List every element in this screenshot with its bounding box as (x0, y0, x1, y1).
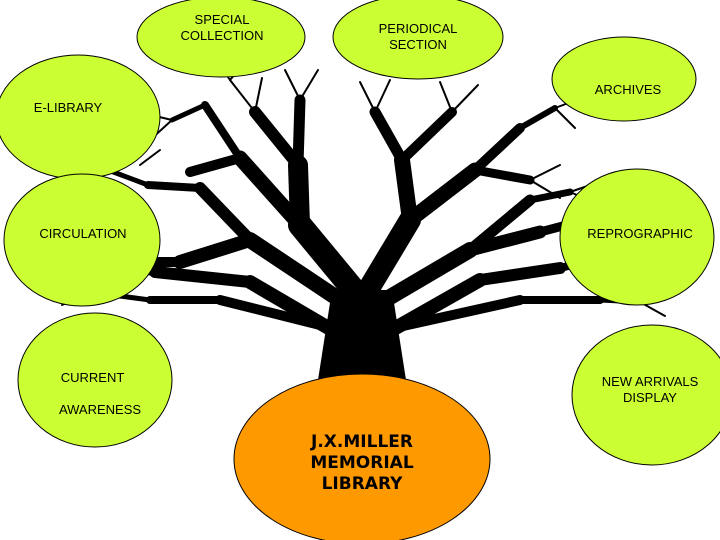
tree-limb (526, 188, 574, 204)
tree-limb (470, 165, 535, 185)
tree-trunk-and-branches (54, 61, 669, 380)
e-library-line-1: E-LIBRARY (33, 100, 103, 115)
tree-twig (359, 81, 376, 113)
archives-line-1: ARCHIVES (594, 82, 662, 97)
tree-limb (470, 123, 525, 175)
reprographic-line-1: REPROGRAPHIC (587, 226, 693, 241)
tree-limb (292, 94, 306, 171)
tree-limb (215, 295, 345, 335)
root-label: J.X.MILLER MEMORIAL LIBRARY (302, 432, 422, 495)
periodical-section-ellipse (332, 0, 504, 80)
tree-twig (299, 69, 319, 101)
tree-limb (149, 266, 256, 288)
tree-limb (517, 105, 558, 131)
trunk (318, 290, 406, 380)
new-arrivals-display-label: NEW ARRIVALS DISPLAY (586, 374, 714, 406)
tree-twig (139, 149, 161, 166)
tree-limb (194, 182, 256, 246)
special-collection-ellipse (136, 0, 306, 78)
root-label-line-1: J.X.MILLER (311, 432, 413, 452)
tree-limb (369, 106, 408, 166)
tree-limb (288, 213, 374, 312)
tree-limb (249, 106, 304, 171)
special-collection-line-2: COLLECTION (180, 28, 264, 43)
periodical-section-line-1: PERIODICAL (378, 21, 458, 36)
archives-ellipse (551, 36, 697, 122)
new-arrivals-display-line-2: DISPLAY (623, 390, 677, 405)
tree-twig (439, 81, 453, 113)
tree-limb (351, 209, 421, 311)
tree-limb (169, 102, 208, 123)
tree-limb (173, 233, 257, 269)
tree-limb (397, 107, 457, 165)
reprographic-label: REPROGRAPHIC (578, 226, 702, 242)
tree-twig (374, 79, 391, 113)
circulation-label: CIRCULATION (28, 226, 138, 242)
tree-limb (464, 194, 536, 256)
periodical-section-line-2: SECTION (389, 37, 447, 52)
tree-limb (377, 242, 478, 308)
current-awareness-line-2: AWARENESS (58, 402, 142, 417)
tree-twig (529, 179, 561, 199)
archives-label: ARCHIVES (588, 82, 668, 98)
current-awareness-label: CURRENT AWARENESS (40, 370, 160, 418)
tree-twig (554, 107, 576, 129)
tree-limb (394, 152, 418, 228)
tree-limb (232, 150, 308, 233)
tree-twig (529, 164, 561, 181)
root-label-line-2: MEMORIAL (310, 453, 414, 473)
new-arrivals-display-ellipse (571, 324, 720, 466)
tree-limb (402, 162, 483, 228)
new-arrivals-display-line-1: NEW ARRIVALS (601, 374, 699, 389)
tree-twig (229, 79, 256, 113)
root-ellipse (233, 373, 491, 540)
tree-limb (185, 153, 245, 177)
special-collection-line-1: SPECIAL (194, 12, 250, 27)
current-awareness-ellipse (17, 312, 173, 448)
circulation-ellipse (3, 173, 161, 307)
tree-limb (242, 232, 348, 308)
tree-limb (380, 295, 525, 335)
root-label-line-3: LIBRARY (321, 474, 403, 494)
periodical-section-label: PERIODICAL SECTION (358, 21, 478, 53)
tree-limb (144, 181, 204, 192)
tree-twig (254, 77, 263, 113)
e-library-ellipse (0, 54, 161, 180)
tree-limb (201, 101, 244, 162)
e-library-label: E-LIBRARY (28, 100, 108, 116)
special-collection-label: SPECIAL COLLECTION (162, 12, 282, 44)
current-awareness-line-1: CURRENT (60, 370, 125, 385)
circulation-line-1: CIRCULATION (39, 226, 127, 241)
tree-twig (451, 84, 479, 113)
tree-twig (284, 69, 301, 101)
node-ellipses (0, 0, 720, 466)
reprographic-ellipse (559, 168, 715, 306)
tree-limb (474, 262, 566, 286)
